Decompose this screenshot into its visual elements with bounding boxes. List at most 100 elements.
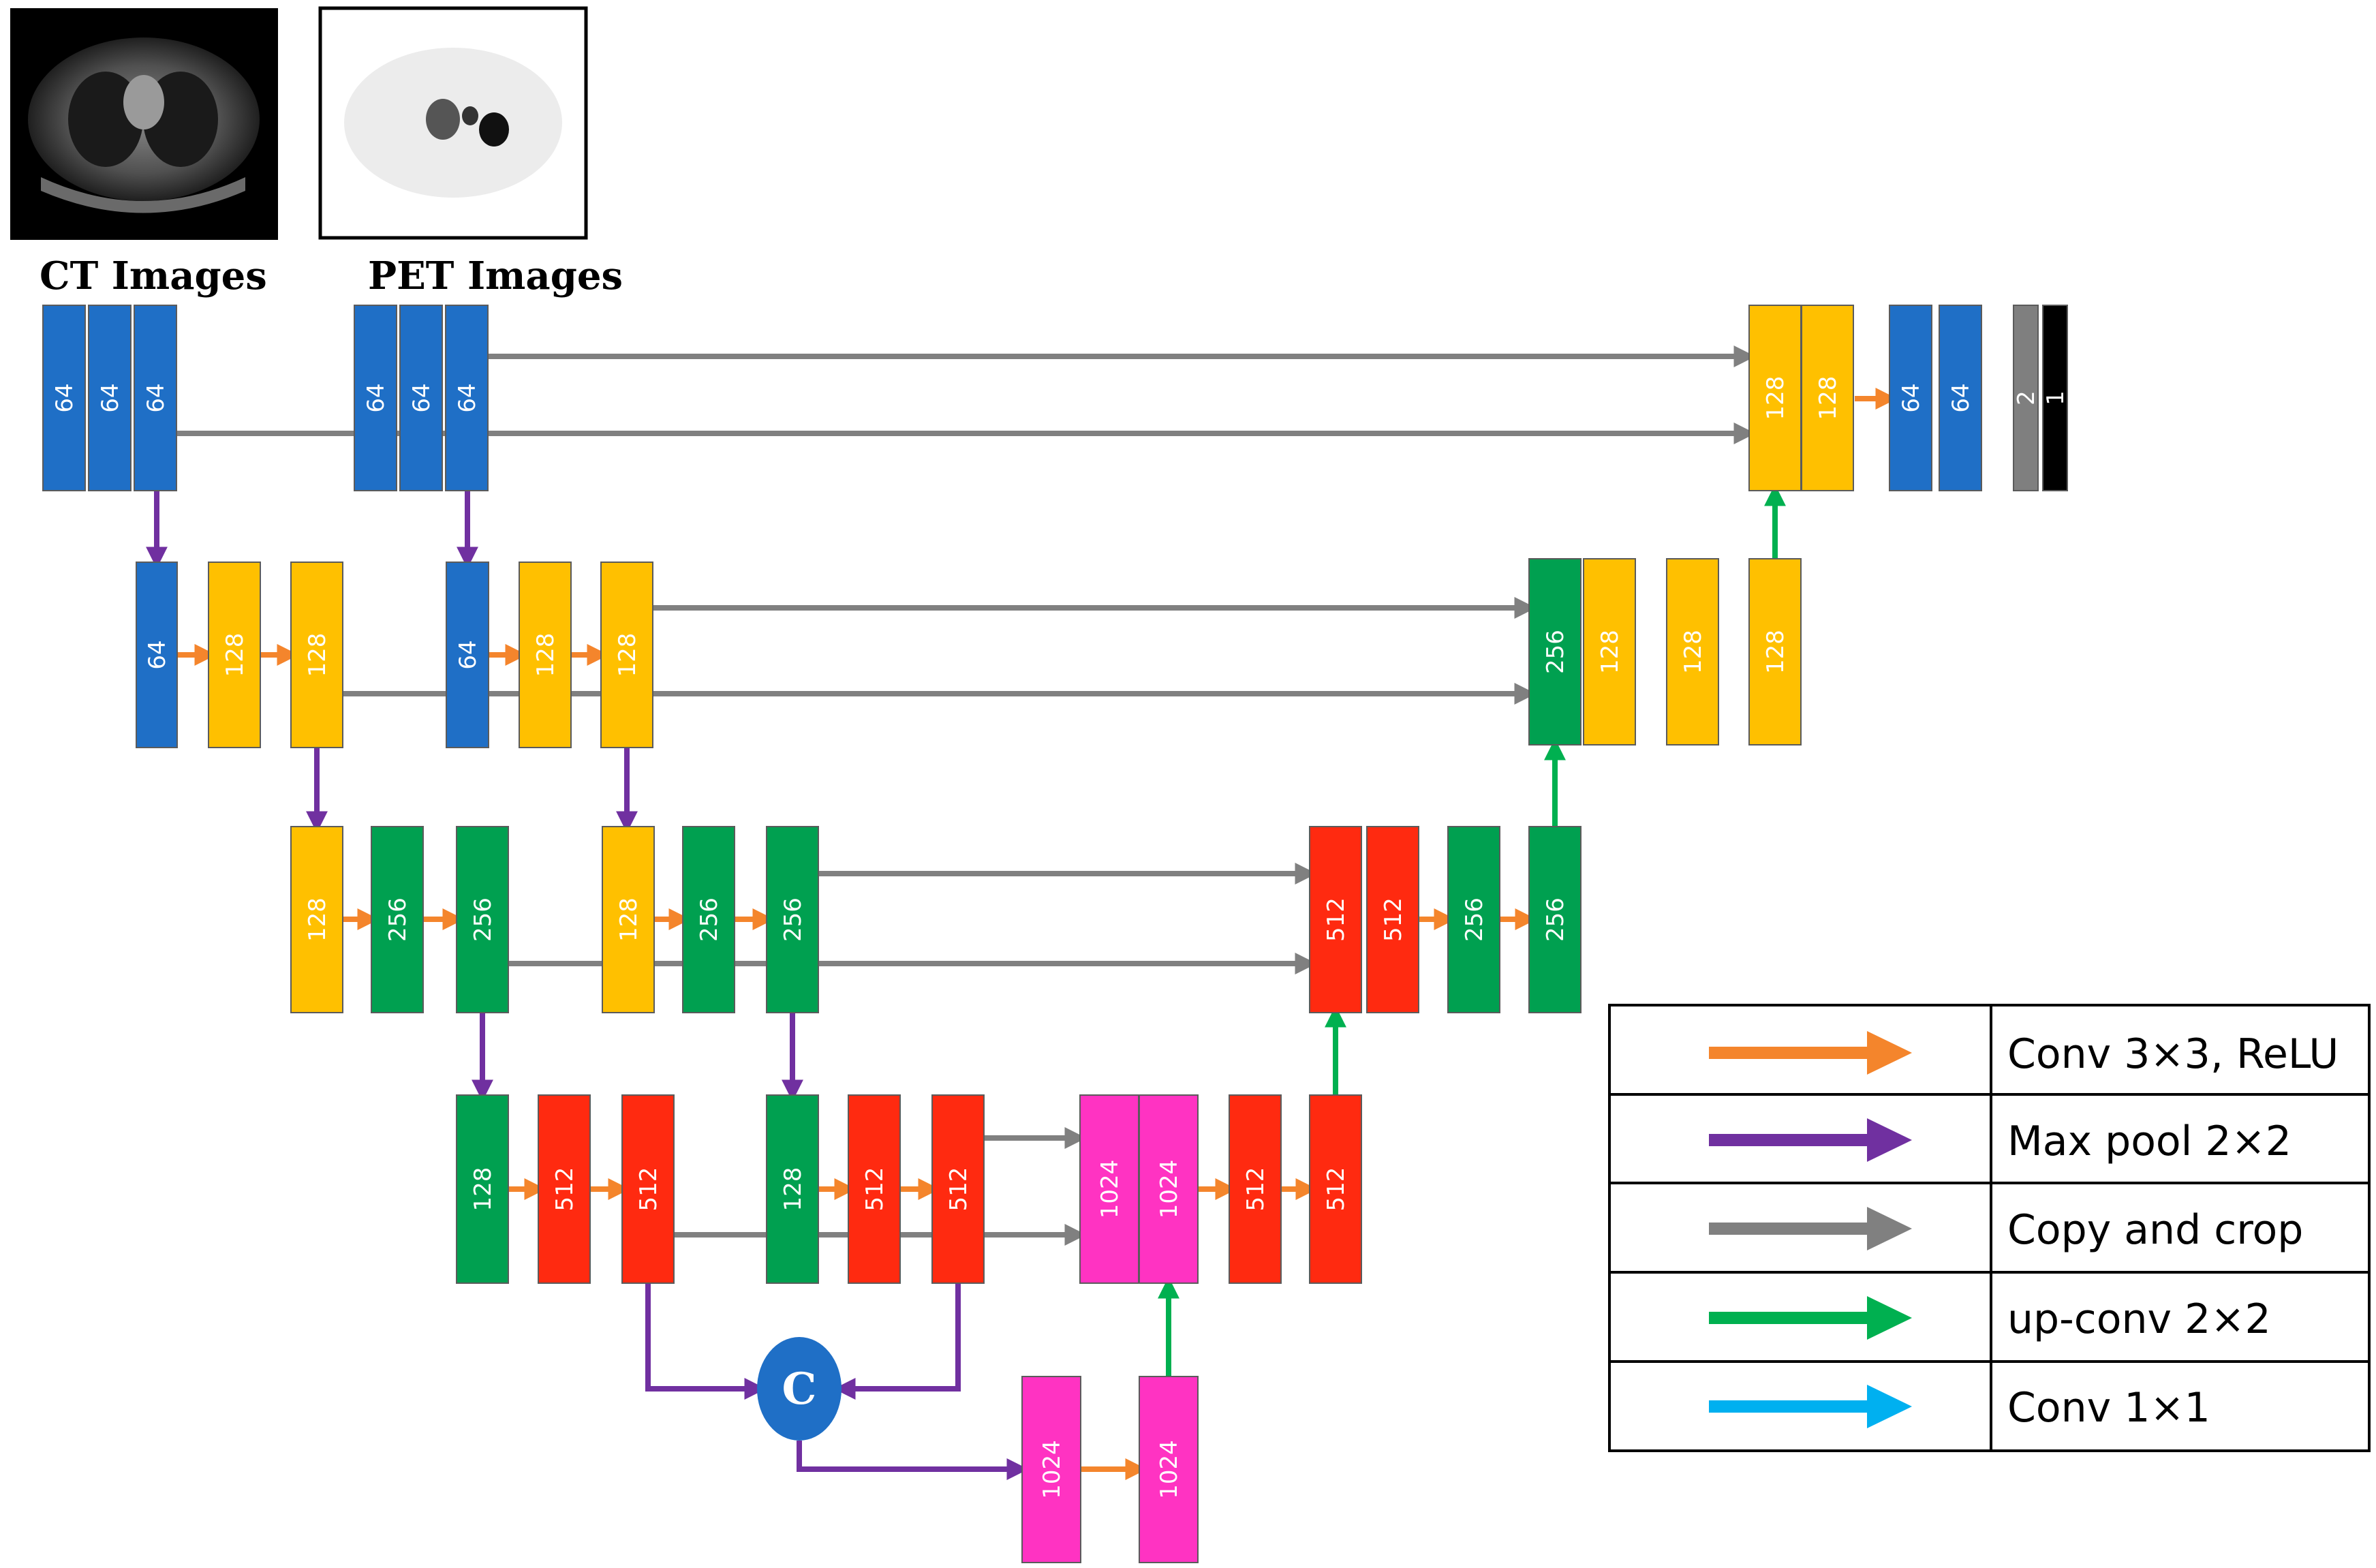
ct-caption: CT Images <box>40 253 267 298</box>
block-group-l1-ct: 64 64 64 <box>42 305 177 491</box>
feature-block <box>1309 826 1362 1013</box>
legend-row: Conv 3×3, ReLU <box>1709 1030 2339 1078</box>
feature-block <box>208 562 261 748</box>
concat-node: C <box>757 1337 842 1441</box>
block-label: 128 <box>1596 630 1624 674</box>
block-label: 256 <box>469 897 497 942</box>
pet-image-thumbnail <box>318 6 588 240</box>
block-label: 64 <box>1898 383 1925 412</box>
block-label: 128 <box>304 897 331 942</box>
block-group-l3-ct: 128 256 256 <box>290 826 509 1013</box>
feature-block <box>1366 826 1419 1013</box>
block-label: 128 <box>780 1167 807 1212</box>
feature-block <box>1139 1376 1199 1563</box>
block-label: 64 <box>362 383 390 412</box>
block-label: 256 <box>384 897 412 942</box>
feature-block <box>399 305 443 491</box>
feature-block <box>1939 305 1982 491</box>
block-label: 64 <box>454 640 482 669</box>
feature-block <box>538 1094 591 1284</box>
ct-image-thumbnail <box>10 8 278 240</box>
feature-block <box>1447 826 1500 1013</box>
maxpool-arrow <box>645 1283 767 1400</box>
feature-block <box>766 826 819 1013</box>
feature-block <box>290 826 343 1013</box>
block-label: 256 <box>1461 897 1488 942</box>
legend-row: up-conv 2×2 <box>1709 1295 2271 1343</box>
block-label: 256 <box>696 897 723 942</box>
block-label: 256 <box>780 897 807 942</box>
legend-row: Copy and crop <box>1709 1206 2303 1254</box>
feature-block <box>446 562 489 748</box>
block-label: 256 <box>1542 897 1569 942</box>
legend-label: Copy and crop <box>2007 1206 2303 1254</box>
feature-block <box>42 305 86 491</box>
block-group-bottleneck: 1024 1024 <box>1021 1376 1199 1563</box>
pet-caption: PET Images <box>368 253 623 298</box>
block-label: 64 <box>144 640 171 669</box>
maxpool-arrow <box>833 1283 961 1400</box>
feature-block <box>290 562 343 748</box>
legend-row: Max pool 2×2 <box>1709 1118 2292 1165</box>
feature-block <box>1666 558 1719 745</box>
feature-block <box>1079 1094 1139 1284</box>
feature-block <box>88 305 132 491</box>
block-label: 256 <box>1542 630 1569 674</box>
feature-block <box>354 305 397 491</box>
legend-row: Conv 1×1 <box>1709 1384 2210 1432</box>
block-group-l3-pet: 128 256 256 <box>602 826 819 1013</box>
concat-symbol: C <box>782 1364 817 1415</box>
feature-block <box>2042 305 2068 491</box>
feature-block <box>1021 1376 1081 1563</box>
block-label: 1024 <box>1156 1440 1183 1499</box>
block-label: 512 <box>1380 897 1407 942</box>
feature-block <box>600 562 653 748</box>
gray-arrow-head-icon <box>1867 1207 1912 1250</box>
block-label: 64 <box>408 383 435 412</box>
block-label: 2 <box>2013 390 2040 405</box>
legend-label: up-conv 2×2 <box>2007 1295 2271 1343</box>
block-group-l4-pet: 128 512 512 <box>766 1094 985 1284</box>
feature-block <box>1583 558 1636 745</box>
block-label: 128 <box>1762 376 1789 420</box>
block-label: 1024 <box>1096 1160 1124 1219</box>
legend-label: Conv 3×3, ReLU <box>2007 1030 2339 1078</box>
feature-block <box>519 562 572 748</box>
feature-block <box>1528 826 1582 1013</box>
feature-block <box>136 562 178 748</box>
feature-block <box>1528 558 1582 745</box>
block-label: 512 <box>551 1167 578 1212</box>
feature-block <box>848 1094 901 1284</box>
block-label: 1024 <box>1038 1440 1066 1499</box>
block-label: 128 <box>1762 630 1789 674</box>
feature-block <box>1748 305 1802 491</box>
block-label: 512 <box>945 1167 972 1212</box>
block-label: 64 <box>142 383 170 412</box>
legend-label: Max pool 2×2 <box>2007 1118 2292 1165</box>
orange-arrow-head-icon <box>1867 1031 1912 1075</box>
block-label: 1 <box>2042 390 2069 405</box>
feature-block <box>371 826 424 1013</box>
feature-block <box>456 1094 509 1284</box>
feature-block <box>931 1094 985 1284</box>
block-label: 64 <box>97 383 124 412</box>
feature-block <box>621 1094 675 1284</box>
block-label: 512 <box>1323 897 1350 942</box>
block-label: 128 <box>304 633 331 677</box>
block-label: 512 <box>1242 1167 1269 1212</box>
block-label: 128 <box>614 633 641 677</box>
block-label: 128 <box>615 897 643 942</box>
block-label: 64 <box>51 383 78 412</box>
block-label: 512 <box>861 1167 889 1212</box>
block-group-d3: 512 512 256 256 <box>1309 826 1582 1013</box>
feature-block <box>602 826 655 1013</box>
feature-block <box>456 826 509 1013</box>
feature-block <box>1748 558 1802 745</box>
feature-block <box>1139 1094 1199 1284</box>
